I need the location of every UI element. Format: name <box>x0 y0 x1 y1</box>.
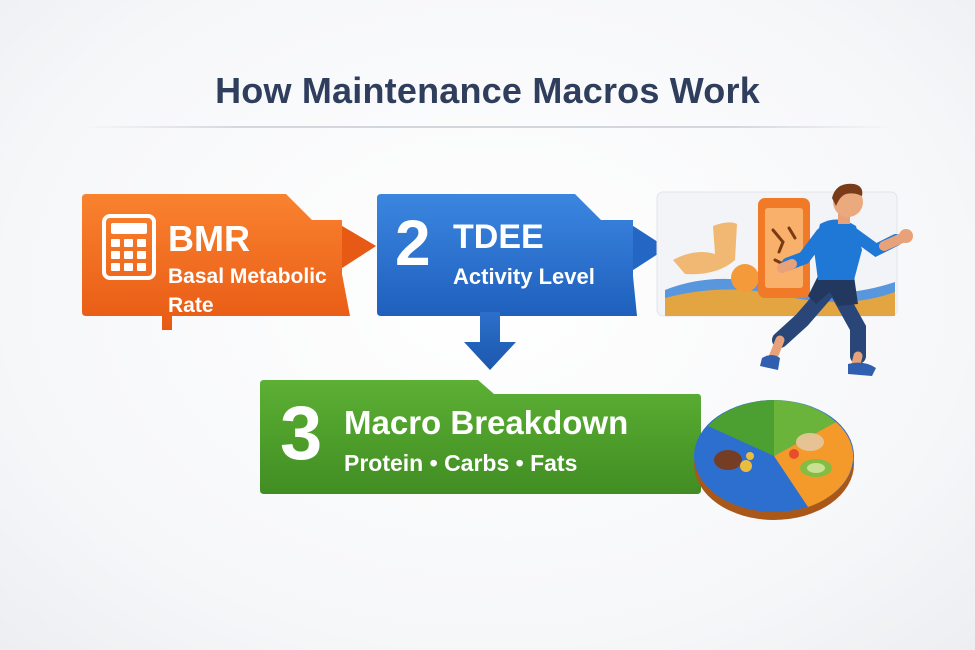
step-tdee-arrow-shape <box>377 194 667 316</box>
calculator-icon <box>102 214 156 280</box>
step-macro-number: 3 <box>280 391 323 476</box>
step-tdee-number: 2 <box>395 207 431 279</box>
macro-pie-chart <box>694 400 854 520</box>
food-items <box>714 433 832 477</box>
step-tdee-label: TDEE <box>453 218 544 256</box>
step-tdee-subtitle: Activity Level <box>453 264 595 289</box>
step-bmr-label: BMR <box>168 218 250 259</box>
title-divider <box>80 126 895 128</box>
step-macro-shape <box>260 380 701 494</box>
step-macro-subtitle: Protein • Carbs • Fats <box>344 450 578 476</box>
step-tdee-card: 2 TDEE Activity Level <box>375 192 670 317</box>
step-bmr-subtitle-line2: Rate <box>168 294 214 317</box>
runner-figure <box>760 183 913 376</box>
step-bmr-card: BMR Basal Metabolic Rate <box>80 190 380 330</box>
page-title: How Maintenance Macros Work <box>215 70 760 111</box>
step-bmr-subtitle-line1: Basal Metabolic <box>168 265 327 288</box>
down-arrow-icon <box>464 312 516 370</box>
step-macro-card: 3 Macro Breakdown Protein • Carbs • Fats <box>258 378 703 496</box>
step-macro-label: Macro Breakdown <box>344 404 629 441</box>
